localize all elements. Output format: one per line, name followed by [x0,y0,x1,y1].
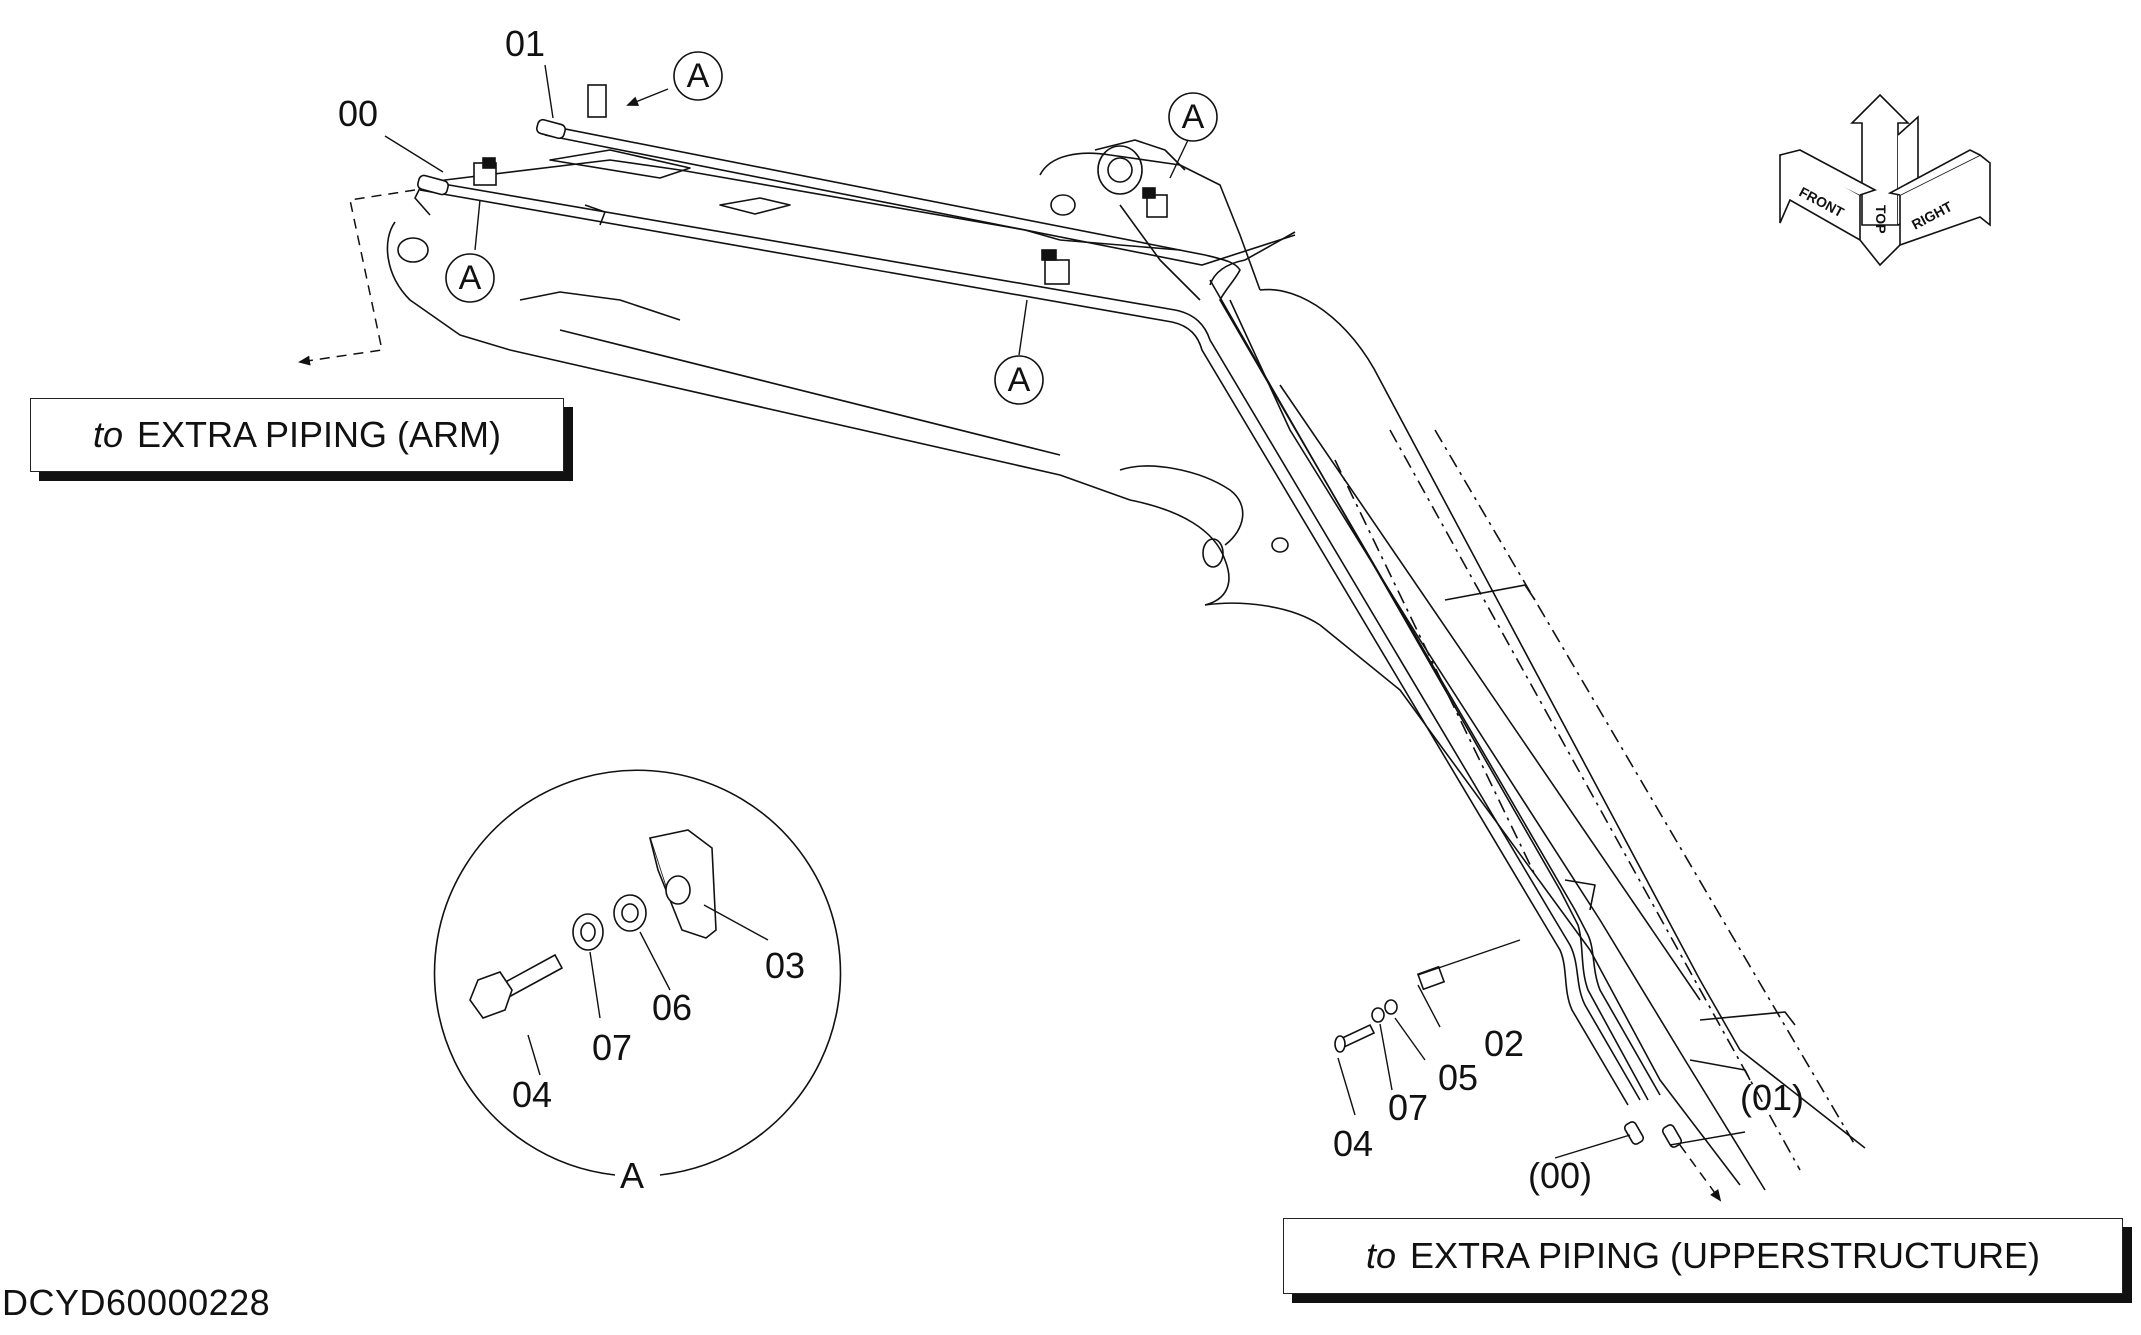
continuation-arrows [298,189,1722,1202]
label-box-extra-piping-upperstructure: to EXTRA PIPING (UPPERSTRUCTURE) [1283,1218,2123,1294]
callout-a-left: A [445,253,495,303]
label-box-arm-text: EXTRA PIPING (ARM) [136,414,502,455]
label-03: 03 [765,945,805,986]
label-box-upper-prefix: to [1365,1235,1396,1276]
pipe-end-fittings-top [417,118,567,196]
detail-a-caption: A [620,1155,644,1196]
detail-washers [572,894,647,951]
callout-a-nose-text: A [1182,98,1205,136]
callout-a-mid: A [994,355,1044,405]
pipe-end-fittings-bottom [1623,1121,1683,1148]
callout-a-left-text: A [459,259,482,297]
callout-a-nose: A [1168,92,1218,142]
label-box-extra-piping-arm: to EXTRA PIPING (ARM) [30,398,564,472]
label-07-lower: 07 [1388,1087,1428,1128]
label-01: 01 [505,23,545,64]
boom-outline [386,139,1866,1191]
label-04-lower: 04 [1333,1123,1373,1164]
label-02: 02 [1484,1023,1524,1064]
pipe-clamps [473,84,1446,991]
leader-lines [384,64,1746,1159]
label-04-detail: 04 [512,1074,552,1115]
label-00: 00 [338,93,378,134]
orientation-top-label: TOP [1873,205,1889,234]
detail-a-view [433,769,842,1176]
label-06: 06 [652,987,692,1028]
pipe-00 [419,179,1641,1106]
lower-clamp-parts [1334,999,1398,1053]
orientation-symbol: TOP FRONT RIGHT [1779,93,1991,267]
detail-bolt [469,953,564,1019]
document-code: DCYD60000228 [2,1282,271,1323]
callout-a-top: A [673,51,723,101]
label-box-arm-prefix: to [92,414,123,455]
callout-a-mid-text: A [1008,361,1031,399]
label-05: 05 [1438,1057,1478,1098]
label-00-paren: (00) [1528,1155,1592,1196]
label-07-detail: 07 [592,1027,632,1068]
callout-a-top-text: A [687,57,710,95]
pipe-01 [544,124,1661,1101]
detail-clamp [648,829,717,939]
part-labels: 00 01 03 04 07 06 02 04 07 05 (01) (00) … [338,23,1804,1196]
label-box-upper-text: EXTRA PIPING (UPPERSTRUCTURE) [1409,1235,2041,1276]
label-01-paren: (01) [1740,1077,1804,1118]
